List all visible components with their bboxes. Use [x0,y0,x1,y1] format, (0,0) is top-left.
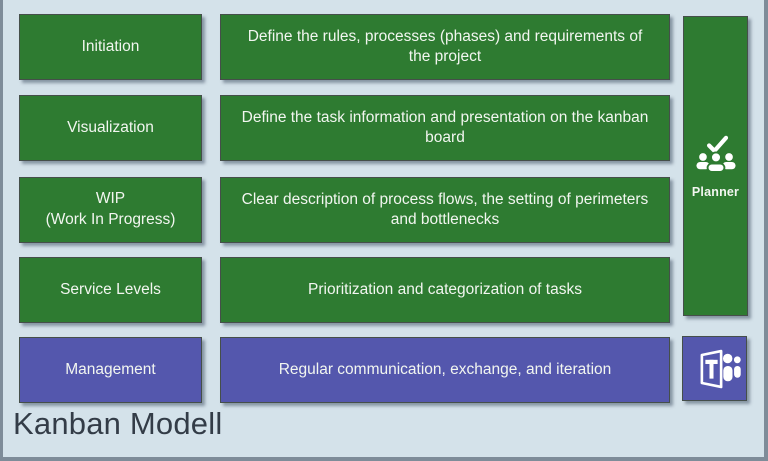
teams-app-tile [682,336,747,401]
stage-box-service-levels: Service Levels [19,257,202,323]
planner-app-panel: Planner [683,16,748,316]
planner-icon [693,134,739,180]
stage-description-wip: Clear description of process flows, the … [220,177,670,243]
planner-label: Planner [691,184,740,199]
stage-description-service-levels: Prioritization and categorization of tas… [220,257,670,323]
page-title: Kanban Modell [13,406,223,441]
stage-description-visualization: Define the task information and presenta… [220,95,670,161]
stage-box-management: Management [19,337,202,403]
stage-description-management: Regular communication, exchange, and ite… [220,337,670,403]
stage-description-initiation: Define the rules, processes (phases) and… [220,14,670,80]
stage-box-visualization: Visualization [19,95,202,161]
teams-icon [687,341,743,397]
stage-box-wip: WIP (Work In Progress) [19,177,202,243]
stage-box-initiation: Initiation [19,14,202,80]
